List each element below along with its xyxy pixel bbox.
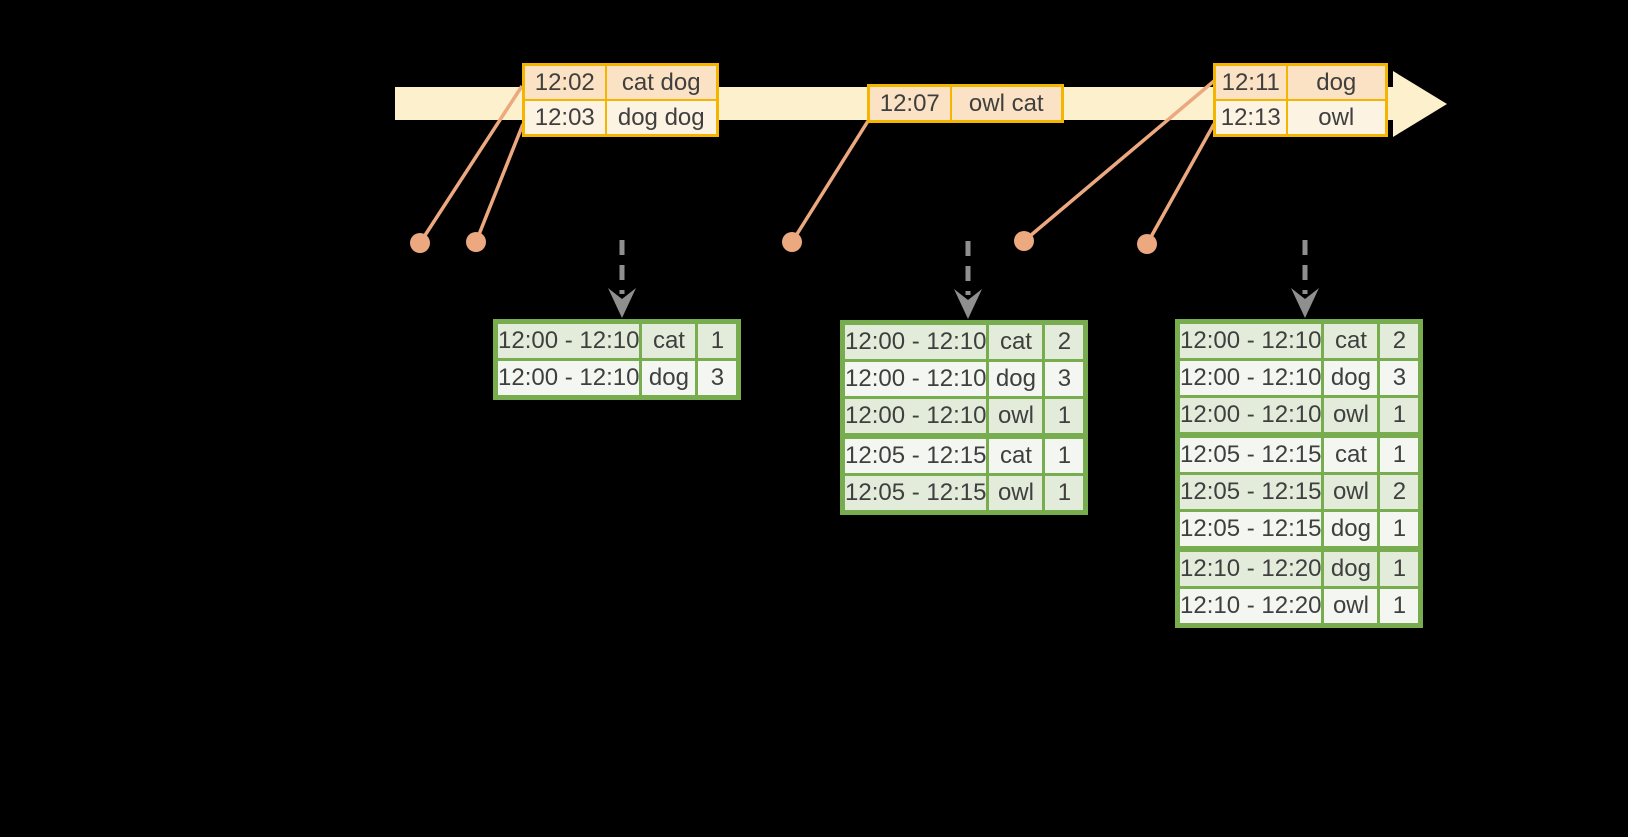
trigger-arrowhead-icon-3 [1291,288,1319,318]
time-cell: 12:03 [522,99,607,137]
word-cell: cat [1321,320,1381,361]
words-cell: owl [1285,99,1388,137]
word-cell: cat [986,321,1046,362]
word-cell: owl [1321,586,1381,627]
time-cell: 12:13 [1213,99,1288,137]
count-cell: 2 [1042,321,1088,362]
count-cell: 1 [1377,509,1423,551]
word-cell: dog [1321,358,1381,398]
event-connector-line-1 [418,85,524,244]
event-dot-1 [410,233,430,253]
count-cell: 3 [1042,359,1088,399]
window-cell: 12:05 - 12:15 [1175,432,1325,475]
count-cell: 1 [1377,432,1423,475]
event-connector-line-4 [1022,79,1216,243]
word-cell: cat [639,320,699,361]
time-cell: 12:02 [522,63,607,101]
window-cell: 12:00 - 12:10 [840,321,990,362]
timeline-arrowhead-icon [1393,71,1447,137]
word-cell: dog [1321,546,1381,589]
window-cell: 12:05 - 12:15 [1175,509,1325,551]
window-cell: 12:05 - 12:15 [840,433,990,476]
count-cell: 1 [1042,433,1088,476]
window-cell: 12:10 - 12:20 [1175,546,1325,589]
word-cell: dog [639,358,699,399]
word-cell: dog [1321,509,1381,551]
window-cell: 12:00 - 12:10 [840,359,990,399]
words-cell: dog dog [604,99,719,137]
window-cell: 12:05 - 12:15 [840,473,990,514]
count-cell: 1 [695,320,741,361]
event-connector-line-2 [474,123,525,243]
event-dot-3 [782,232,802,252]
window-cell: 12:00 - 12:10 [493,358,643,399]
count-cell: 1 [1377,395,1423,437]
word-cell: owl [986,396,1046,438]
words-cell: dog [1285,63,1388,101]
count-cell: 1 [1377,546,1423,589]
window-cell: 12:00 - 12:10 [840,396,990,438]
count-cell: 3 [695,358,741,399]
count-cell: 1 [1042,396,1088,438]
event-connector-line-3 [790,120,870,243]
window-cell: 12:00 - 12:10 [1175,395,1325,437]
count-cell: 3 [1377,358,1423,398]
word-cell: cat [986,433,1046,476]
window-cell: 12:00 - 12:10 [1175,320,1325,361]
count-cell: 1 [1377,586,1423,627]
event-dot-4 [1014,231,1034,251]
trigger-arrowhead-icon-1 [608,288,636,318]
word-cell: owl [1321,395,1381,437]
count-cell: 1 [1042,473,1088,514]
event-connector-line-5 [1145,123,1216,245]
window-cell: 12:00 - 12:10 [493,320,643,361]
trigger-arrowhead-icon-2 [954,289,982,319]
window-cell: 12:10 - 12:20 [1175,586,1325,627]
word-cell: dog [986,359,1046,399]
time-cell: 12:07 [867,84,952,123]
word-cell: cat [1321,432,1381,475]
count-cell: 2 [1377,320,1423,361]
word-cell: owl [1321,472,1381,512]
event-dot-5 [1137,234,1157,254]
words-cell: owl cat [949,84,1064,123]
count-cell: 2 [1377,472,1423,512]
words-cell: cat dog [604,63,719,101]
word-cell: owl [986,473,1046,514]
window-cell: 12:00 - 12:10 [1175,358,1325,398]
window-cell: 12:05 - 12:15 [1175,472,1325,512]
event-dot-2 [466,232,486,252]
time-cell: 12:11 [1213,63,1288,101]
